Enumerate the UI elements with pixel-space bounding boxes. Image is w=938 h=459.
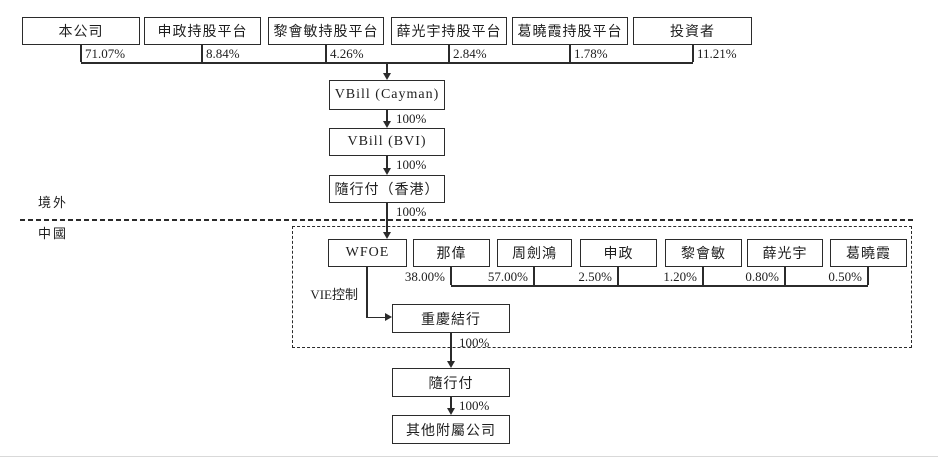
connector-stub	[702, 267, 704, 285]
vie-control-label: VIE控制	[310, 287, 358, 302]
node-shenzheng-platform: 申政持股平台	[144, 17, 261, 45]
arrow-down-icon	[382, 121, 391, 128]
arrow-down-icon	[382, 73, 391, 80]
connector-stub	[617, 267, 619, 285]
pct-nawei: 38.00%	[404, 269, 445, 284]
arrow-down-icon	[382, 232, 391, 239]
connector-stub	[201, 45, 203, 62]
pct-parent-company: 71.07%	[85, 46, 126, 61]
connector-line	[450, 397, 452, 408]
arrow-down-icon	[446, 408, 455, 415]
node-suixingfu: 隨行付	[392, 368, 510, 397]
arrow-down-icon	[446, 361, 455, 368]
connector-stub	[569, 45, 571, 62]
connector-stub	[325, 45, 327, 62]
pct-vbill-cayman: 100%	[396, 111, 427, 126]
connector-stub	[867, 267, 869, 285]
pct-gexiaoxia: 0.50%	[828, 269, 862, 284]
connector-trunk-vie	[451, 285, 868, 287]
connector-vie-control-vertical	[366, 267, 368, 318]
region-label-offshore: 境外	[38, 195, 69, 210]
pct-shenzheng: 2.50%	[578, 269, 612, 284]
pct-lihuimin: 1.20%	[663, 269, 697, 284]
node-nawei: 那偉	[413, 239, 490, 267]
divider-offshore-onshore	[20, 219, 915, 221]
connector-line	[386, 62, 388, 74]
node-xueguangyu-platform: 薛光宇持股平台	[391, 17, 507, 45]
connector-line	[386, 110, 388, 122]
vie-dashed-frame	[292, 226, 912, 348]
connector-vie-control-horizontal	[366, 316, 386, 318]
pct-xueguangyu: 0.80%	[745, 269, 779, 284]
pct-zhoujianhong: 57.00%	[487, 269, 528, 284]
node-zhoujianhong: 周劍鴻	[497, 239, 572, 267]
arrow-down-icon	[382, 168, 391, 175]
connector-stub	[80, 45, 82, 62]
connector-stub	[450, 267, 452, 285]
pct-chongqing-jiehang: 100%	[459, 335, 490, 350]
pct-gexiaoxia-platform: 1.78%	[574, 46, 608, 61]
node-shenzheng: 申政	[580, 239, 657, 267]
pct-suixingfu: 100%	[459, 398, 490, 413]
node-other-subsidiaries: 其他附屬公司	[392, 415, 510, 444]
connector-line	[450, 333, 452, 361]
node-vbill-bvi: VBill (BVI)	[329, 128, 445, 156]
connector-stub	[784, 267, 786, 285]
pct-vbill-bvi: 100%	[396, 157, 427, 172]
node-gexiaoxia-platform: 葛曉霞持股平台	[512, 17, 628, 45]
connector-stub	[533, 267, 535, 285]
node-lihuimin-platform: 黎會敏持股平台	[268, 17, 384, 45]
pct-lihuimin-platform: 4.26%	[330, 46, 364, 61]
connector-stub	[692, 45, 694, 62]
node-wfoe: WFOE	[328, 239, 407, 267]
pct-investors: 11.21%	[697, 46, 737, 61]
page-bottom-rule	[0, 456, 938, 457]
pct-xueguangyu-platform: 2.84%	[453, 46, 487, 61]
connector-line	[386, 203, 388, 232]
region-label-onshore: 中國	[38, 226, 69, 241]
pct-suixingfu-hk: 100%	[396, 204, 427, 219]
node-gexiaoxia: 葛曉霞	[830, 239, 907, 267]
node-parent-company: 本公司	[22, 17, 140, 45]
node-vbill-cayman: VBill (Cayman)	[329, 80, 445, 110]
arrow-right-icon	[385, 312, 392, 321]
node-investors: 投資者	[633, 17, 752, 45]
connector-stub	[448, 45, 450, 62]
node-chongqing-jiehang: 重慶結行	[392, 304, 510, 333]
connector-line	[386, 156, 388, 169]
node-lihuimin: 黎會敏	[665, 239, 742, 267]
node-xueguangyu: 薛光宇	[747, 239, 823, 267]
node-suixingfu-hk: 隨行付（香港）	[329, 175, 445, 203]
pct-shenzheng-platform: 8.84%	[206, 46, 240, 61]
